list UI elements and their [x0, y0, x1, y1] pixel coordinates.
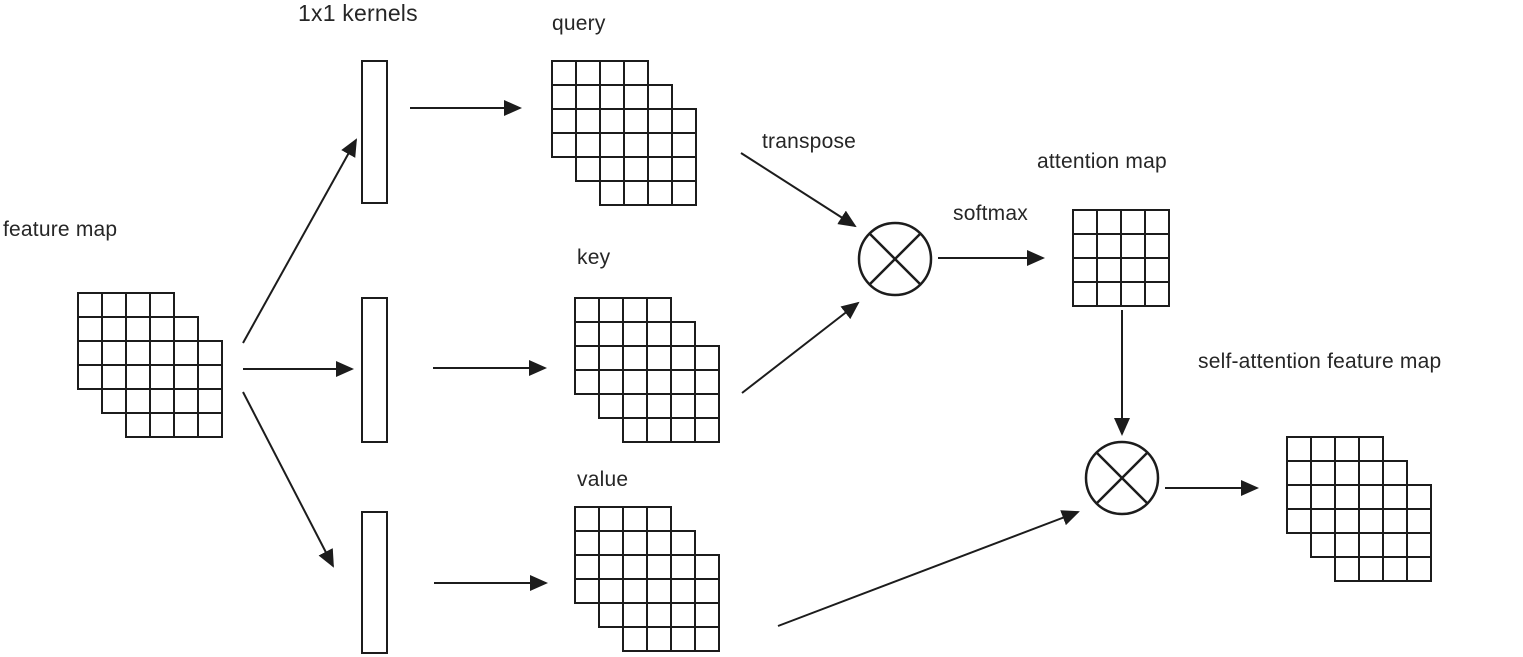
attention-map-label: attention map — [1037, 150, 1167, 173]
feature-map-label: feature map — [3, 218, 118, 241]
kernel-bar-middle — [361, 297, 388, 443]
kernel-bar-bottom — [361, 511, 388, 654]
matmul-icon — [857, 221, 933, 297]
arrow-featuremap-to-kernel-bottom — [242, 391, 334, 568]
query-label: query — [552, 12, 606, 35]
self-attention-feature-map-grid — [1286, 436, 1432, 582]
kernels-label: 1x1 kernels — [298, 0, 418, 26]
kernel-bar-top — [361, 60, 388, 204]
value-grid — [574, 506, 720, 652]
feature-map-grid — [77, 292, 223, 438]
matmul-icon — [1084, 440, 1160, 516]
arrow-query-transpose-to-matmul — [740, 152, 857, 228]
key-grid — [574, 297, 720, 443]
arrow-featuremap-to-kernel-top — [242, 138, 357, 344]
softmax-label: softmax — [953, 202, 1028, 225]
arrow-key-to-matmul — [741, 301, 860, 394]
arrow-value-to-matmul2 — [777, 510, 1080, 627]
key-label: key — [577, 246, 611, 269]
value-label: value — [577, 468, 629, 491]
query-grid — [551, 60, 697, 206]
self-attention-feature-map-label: self-attention feature map — [1198, 350, 1442, 373]
attention-map-grid — [1072, 209, 1170, 307]
transpose-label: transpose — [762, 130, 857, 153]
